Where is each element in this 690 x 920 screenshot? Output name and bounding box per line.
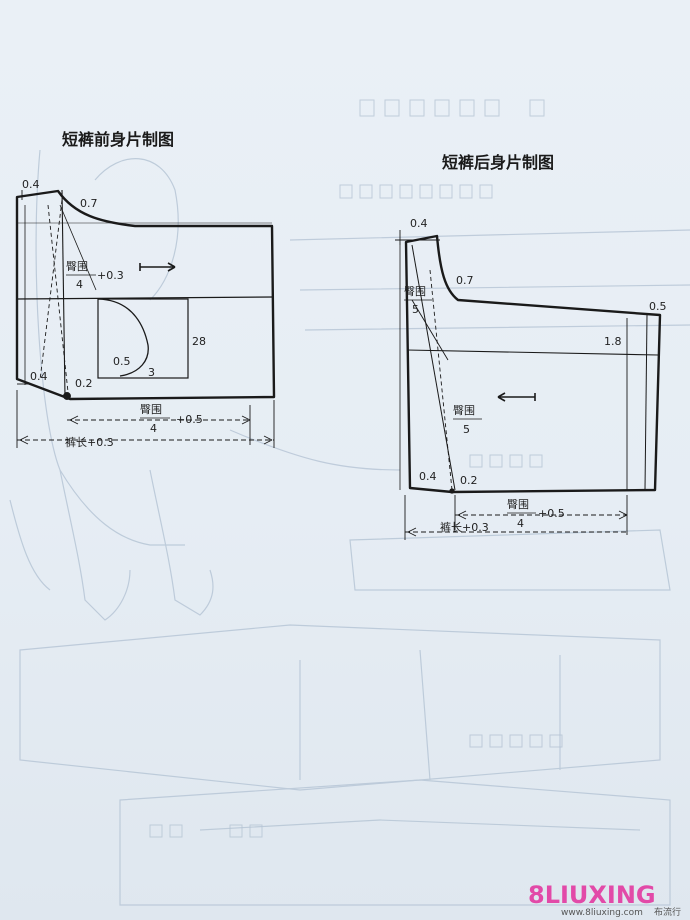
- back-diag-guide: [411, 299, 449, 361]
- front-title: 短裤前身片制图: [62, 130, 174, 149]
- back-label-05: 0.5: [649, 300, 667, 313]
- back-title: 短裤后身片制图: [442, 153, 554, 172]
- front-label-hem-top: 臀围: [140, 403, 162, 416]
- front-label-28: 28: [192, 335, 206, 348]
- front-label-waist-plus: +0.3: [97, 269, 124, 282]
- front-pocket-box: [97, 298, 189, 379]
- front-label-04b: 0.4: [30, 370, 48, 383]
- back-label-h1-top: 臀围: [404, 285, 426, 298]
- back-label-hem-top: 臀围: [507, 498, 529, 511]
- front-hem-dim: [67, 405, 251, 445]
- back-label-length: 裤长+0.3: [440, 520, 489, 534]
- back-outline: [404, 234, 662, 494]
- bleed-through-layer: [9, 149, 690, 906]
- front-label-waist-bot: 4: [76, 278, 83, 291]
- front-label-02: 0.2: [75, 377, 93, 390]
- front-label-waist-top: 臀围: [66, 260, 88, 273]
- front-pocket: [97, 298, 149, 377]
- back-label-hem-plus: +0.5: [538, 507, 565, 520]
- front-label-3: 3: [148, 366, 155, 379]
- watermark-url: www.8liuxing.com: [561, 908, 643, 918]
- front-center-guide: [61, 189, 66, 398]
- front-label-hem-bot: 4: [150, 422, 157, 435]
- back-label-hem-bot: 4: [517, 517, 524, 530]
- front-side-diag: [59, 204, 97, 291]
- back-label-02: 0.2: [460, 474, 478, 487]
- front-hip-line: [16, 296, 275, 300]
- front-length-dim: [16, 390, 275, 448]
- front-piece: 短裤前身片制图: [15, 130, 276, 449]
- watermark: 8LIUXING www.8liuxing.com 布流行: [528, 881, 681, 918]
- back-crotch-guide: [429, 269, 453, 491]
- back-length-dim: [404, 495, 627, 540]
- back-grain-arrow: [497, 392, 536, 402]
- back-hem-dim: [454, 495, 628, 535]
- bleed-through-glyphs: [149, 99, 563, 838]
- front-label-04a: 0.4: [22, 178, 40, 191]
- watermark-logo: 8LIUXING: [528, 881, 656, 909]
- front-label-hem-plus: +0.5: [176, 413, 203, 426]
- back-corner-marks: [395, 230, 455, 494]
- back-label-h1-bot: 5: [412, 303, 419, 316]
- back-label-h2-bot: 5: [463, 423, 470, 436]
- back-label-18: 1.8: [604, 335, 622, 348]
- front-crotch-guide2: [39, 199, 63, 381]
- back-center-guide: [411, 244, 456, 491]
- front-crotch-guide: [47, 204, 69, 393]
- back-piece: 短裤后身片制图: [395, 153, 667, 540]
- front-corner-marks: [17, 190, 71, 400]
- front-label-length: 裤长+0.3: [65, 435, 114, 449]
- front-grain-arrow: [139, 262, 176, 272]
- back-label-04b: 0.4: [419, 470, 437, 483]
- watermark-brand: 布流行: [654, 906, 681, 918]
- back-label-04a: 0.4: [410, 217, 428, 230]
- back-hip-line: [406, 349, 659, 356]
- front-outline: [15, 189, 276, 401]
- front-label-07: 0.7: [80, 197, 98, 210]
- front-label-05: 0.5: [113, 355, 131, 368]
- back-label-07: 0.7: [456, 274, 474, 287]
- back-side-guide: [644, 314, 648, 491]
- back-label-h2-top: 臀围: [453, 404, 475, 417]
